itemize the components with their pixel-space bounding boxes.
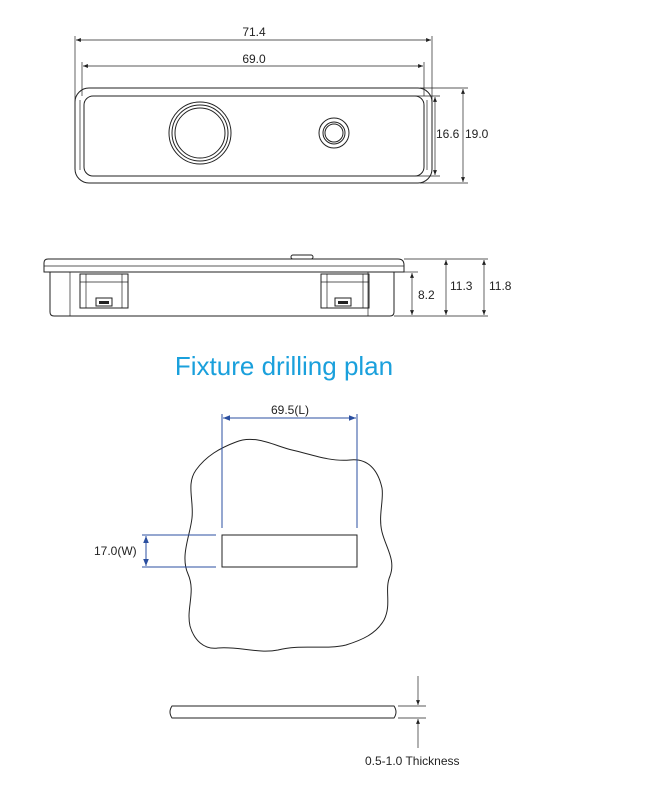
top-body-outline [74, 87, 433, 184]
section-title: Fixture drilling plan [175, 351, 393, 381]
body-height-label: 8.2 [418, 288, 435, 302]
inner-length-label: 69.0 [242, 52, 266, 66]
left-clip [79, 273, 129, 309]
side-top-plate [43, 258, 405, 273]
thickness-label: 0.5-1.0 Thickness [365, 754, 460, 768]
cutout-width-label: 17.0(W) [94, 544, 137, 558]
cutout-length-label: 69.5(L) [271, 403, 309, 417]
total-height-label: 11.8 [489, 279, 512, 293]
right-clip [320, 273, 370, 309]
small-led-outer [318, 117, 350, 149]
overall-height-label: 19.0 [465, 127, 489, 141]
overall-length-label: 71.4 [242, 25, 266, 39]
side-lower-body [49, 272, 395, 317]
thickness-view: 0.5-1.0 Thickness [169, 676, 460, 768]
inner-height-label: 16.6 [436, 127, 460, 141]
panel-section [169, 705, 397, 719]
panel-outline [184, 438, 393, 652]
side-view: 8.2 11.3 11.8 [43, 254, 512, 317]
drilling-plan: 69.5(L) 17.0(W) [94, 403, 393, 652]
mid-height-label: 11.3 [450, 279, 473, 293]
top-inner-outline [83, 95, 425, 177]
top-view: 71.4 69.0 16.6 19.0 [74, 25, 489, 184]
cutout-rectangle [221, 534, 358, 568]
large-button-outer [168, 101, 232, 165]
